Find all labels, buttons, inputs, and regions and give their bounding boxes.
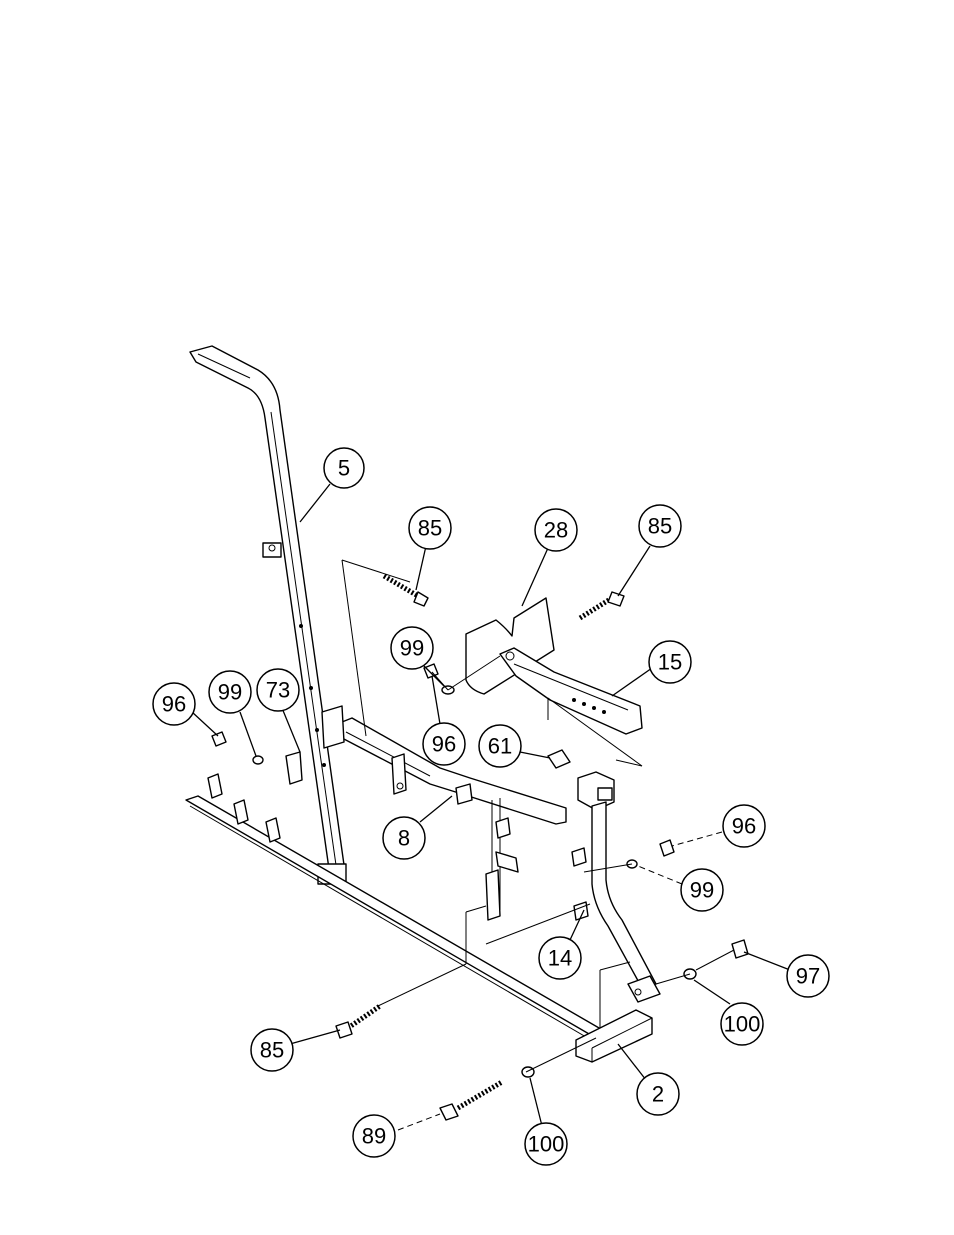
callout-5: 5: [323, 447, 365, 489]
svg-text:97: 97: [796, 964, 820, 989]
svg-text:5: 5: [338, 456, 350, 481]
svg-text:28: 28: [544, 518, 568, 543]
svg-text:99: 99: [690, 878, 714, 903]
callout-99-right: 99: [680, 868, 724, 912]
frame-drawing: [185, 345, 749, 1121]
svg-text:99: 99: [218, 680, 242, 705]
svg-text:89: 89: [362, 1124, 386, 1149]
callout-85-bottom: 85: [250, 1028, 294, 1072]
svg-text:96: 96: [732, 814, 756, 839]
svg-text:99: 99: [400, 636, 424, 661]
callout-89: 89: [352, 1114, 396, 1158]
callout-2: 2: [636, 1072, 680, 1116]
reference-lines: [341, 559, 735, 1073]
svg-text:8: 8: [398, 826, 410, 851]
svg-text:15: 15: [658, 650, 682, 675]
svg-text:100: 100: [528, 1132, 565, 1157]
side-leg: [571, 771, 661, 1003]
callout-97: 97: [786, 954, 830, 998]
callout-96-right: 96: [722, 804, 766, 848]
callout-85-top-left: 85: [408, 506, 452, 550]
callout-100-bottom: 100: [524, 1122, 568, 1166]
base-rail: [185, 751, 653, 1063]
callout-85-top-right: 85: [638, 504, 682, 548]
svg-text:73: 73: [266, 678, 290, 703]
callout-28: 28: [534, 508, 578, 552]
leader-lines: [191, 483, 791, 1131]
upright-post: [189, 345, 347, 885]
callout-96-center: 96: [422, 722, 466, 766]
callout-99-left: 99: [208, 670, 252, 714]
svg-text:96: 96: [432, 732, 456, 757]
callout-61: 61: [478, 724, 522, 768]
svg-text:61: 61: [488, 734, 512, 759]
svg-text:85: 85: [418, 516, 442, 541]
callout-8: 8: [382, 816, 426, 860]
callout-73: 73: [256, 668, 300, 712]
hardware: [211, 573, 749, 1121]
svg-text:14: 14: [548, 946, 572, 971]
svg-text:85: 85: [260, 1038, 284, 1063]
plate-and-tube: [465, 597, 643, 735]
callout-99-center: 99: [390, 626, 434, 670]
callout-96-left: 96: [152, 682, 196, 726]
callout-14: 14: [538, 936, 582, 980]
svg-text:2: 2: [652, 1082, 664, 1107]
svg-text:85: 85: [648, 514, 672, 539]
crossbar: [321, 705, 567, 921]
svg-text:96: 96: [162, 692, 186, 717]
callout-100-right: 100: [720, 1002, 764, 1046]
callout-15: 15: [648, 640, 692, 684]
svg-text:100: 100: [724, 1012, 761, 1037]
